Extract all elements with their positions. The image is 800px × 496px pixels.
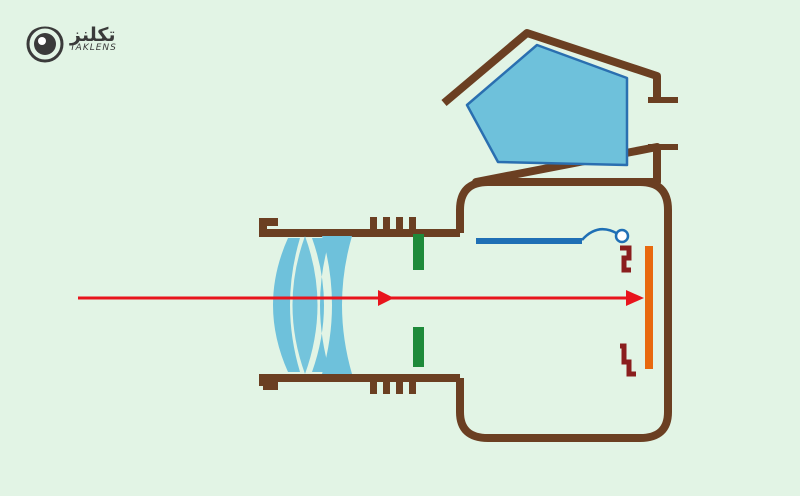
shutter-curtain-top	[620, 245, 632, 273]
lens-barrel-bottom	[259, 374, 460, 394]
shutter-curtain-bottom	[620, 343, 636, 377]
lens-barrel-top	[259, 217, 460, 237]
light-ray-mid-arrow-icon	[378, 290, 394, 306]
light-ray-end-arrow-icon	[626, 290, 644, 306]
viewfinder-eyepiece	[648, 97, 678, 150]
aperture-blade-top	[413, 234, 424, 270]
light-ray	[78, 290, 644, 306]
camera-lens-logo-icon	[26, 23, 64, 63]
reflex-mirror	[476, 227, 630, 244]
brand-name-latin: TAKLENS	[70, 43, 117, 53]
lens-elements	[273, 236, 352, 374]
brand-name-arabic: تكلنز	[70, 24, 116, 46]
pentaprism	[465, 43, 629, 167]
image-sensor	[645, 246, 653, 369]
camera-body	[456, 178, 672, 442]
aperture-blade-bottom	[413, 327, 424, 367]
